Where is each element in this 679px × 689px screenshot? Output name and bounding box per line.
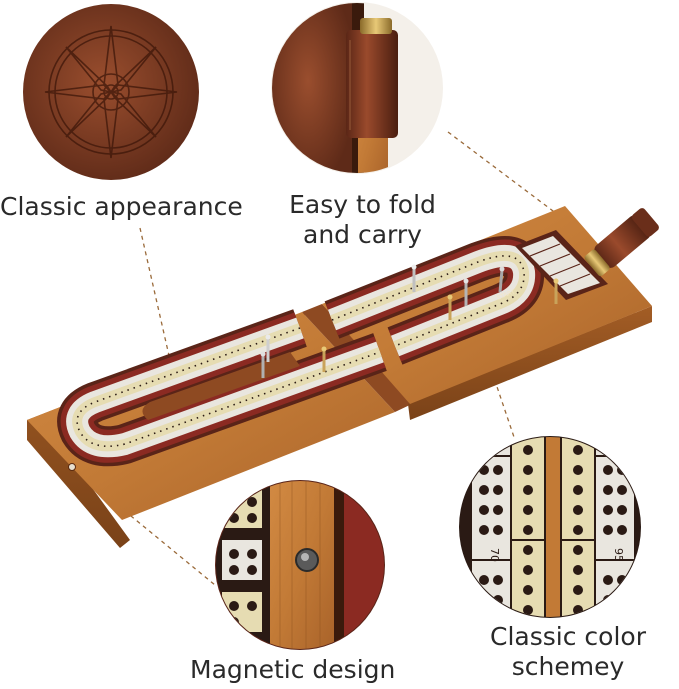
peg-icon [260, 351, 266, 378]
cribbage-board: START [27, 206, 659, 548]
peg-icon [321, 346, 327, 372]
closeup-color-scheme: 70 95 [459, 436, 641, 618]
caption-classic-color: Classic color schemey [468, 622, 668, 682]
caption-line: Classic appearance [0, 192, 243, 221]
peg-icon [463, 278, 469, 306]
connector-appearance [139, 227, 171, 361]
peg-icon [553, 278, 559, 304]
compass-rose-icon [44, 25, 178, 159]
peg-icon [411, 264, 417, 292]
closeup-number-95: 95 [612, 548, 625, 562]
magnet-dot [68, 463, 76, 471]
caption-classic-appearance: Classic appearance [0, 192, 243, 222]
track-left [57, 309, 387, 467]
peg-icon [447, 294, 453, 320]
caption-line: and carry [303, 220, 422, 249]
caption-line: schemey [511, 652, 625, 681]
caption-line: Classic color [490, 622, 646, 651]
folded-leather [272, 3, 352, 173]
board-right-edge [408, 306, 652, 420]
closeup-magnet [215, 480, 385, 650]
pegs [260, 264, 559, 378]
peg-icon [265, 334, 271, 362]
track-right: START [324, 230, 608, 365]
closeup-number-70: 70 [488, 548, 501, 562]
caption-easy-fold: Easy to fold and carry [270, 190, 455, 250]
closeup-fold [271, 2, 443, 174]
caption-line: Magnetic design [190, 655, 396, 684]
caption-magnetic-design: Magnetic design [190, 655, 395, 685]
caption-line: Easy to fold [289, 190, 436, 219]
peg-tube [584, 208, 659, 277]
closeup-compass [23, 4, 199, 180]
connector-fold [447, 131, 566, 221]
peg-icon [498, 266, 505, 293]
connector-magnetic [74, 469, 216, 586]
